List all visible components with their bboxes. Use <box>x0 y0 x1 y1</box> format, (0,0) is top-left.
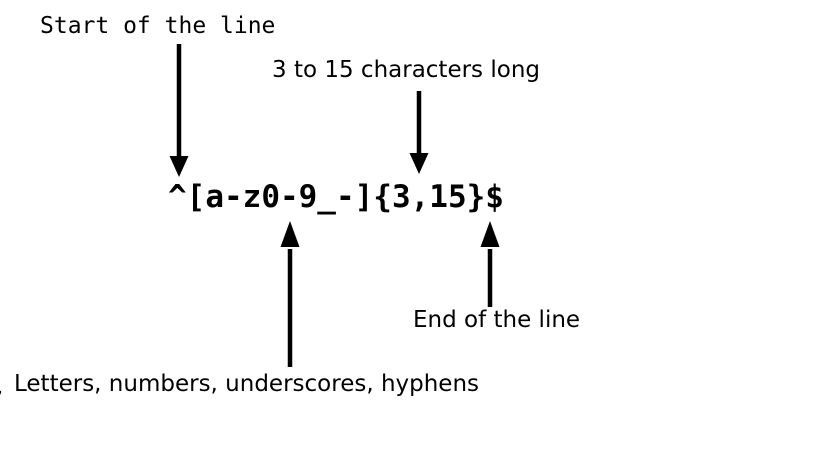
arrow-length-quantifier <box>409 91 429 174</box>
annotation-label-end-of-line: End of the line <box>413 307 581 333</box>
clipped-glyph-fragment: , <box>0 374 3 400</box>
arrow-character-class <box>280 221 300 367</box>
annotation-label-length-quantifier: 3 to 15 characters long <box>272 57 540 83</box>
regex-pattern-text: ^[a-z0-9_-]{3,15}$ <box>168 179 504 215</box>
annotation-label-start-of-line: Start of the line <box>40 13 276 39</box>
arrow-end-of-line <box>480 221 500 307</box>
annotation-label-character-class: Letters, numbers, underscores, hyphens <box>14 371 480 397</box>
arrow-start-of-line <box>169 44 189 177</box>
